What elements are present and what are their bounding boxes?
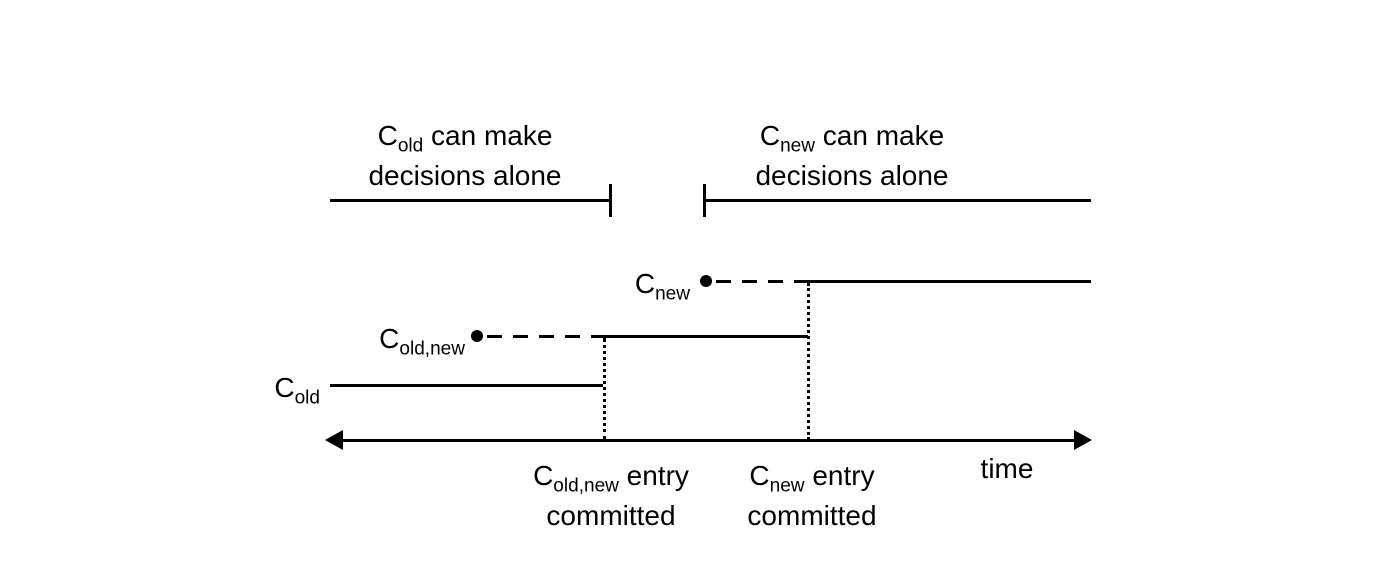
c-old-decision-span-line [330, 199, 612, 202]
label-subscript: new [769, 475, 805, 497]
c-old-decision-span-end-tick [609, 184, 612, 217]
time-axis-right-arrowhead [1074, 430, 1092, 450]
c-new-commit-marker-dotted-line [807, 283, 810, 440]
c-new-decision-span-start-tick [703, 184, 706, 217]
c-old-new-uncommitted-dashed-line [487, 335, 603, 338]
label-subscript: old,new [553, 475, 619, 497]
annotation-c-new-decisions: Cnew can make decisions alone [702, 116, 1002, 196]
annotation-c-old-decisions: Cold can make decisions alone [315, 116, 615, 196]
c-new-start-dot [700, 275, 712, 287]
label-subscript: old [294, 387, 320, 409]
label-text: C [533, 460, 554, 491]
label-subscript: old,new [399, 338, 465, 360]
event-c-old-new-committed-line2: committed [546, 499, 676, 531]
label-text: entry [804, 460, 875, 491]
c-new-committed-solid-line [808, 280, 1091, 283]
c-new-series-label: Cnew [600, 264, 690, 304]
time-axis-line [340, 439, 1078, 442]
label-text: C [759, 120, 781, 151]
label-subscript: new [655, 283, 690, 305]
c-old-new-series-label: Cold,new [325, 319, 465, 359]
label-text: can make [423, 120, 553, 151]
label-text: can make [814, 120, 945, 151]
annotation-c-new-decisions-line2: decisions alone [755, 159, 949, 191]
event-c-new-committed-line1: Cnew entry [662, 456, 962, 496]
c-new-uncommitted-dashed-line [716, 280, 808, 283]
label-text: C [379, 323, 400, 354]
label-text: entry [618, 460, 689, 491]
annotation-c-old-decisions-line1: Cold can make [315, 116, 615, 156]
c-new-decision-span-line [703, 199, 1091, 202]
annotation-c-new-decisions-line1: Cnew can make [702, 116, 1002, 156]
c-old-new-start-dot [471, 330, 483, 342]
label-text: C [377, 120, 398, 151]
label-subscript: new [780, 135, 815, 157]
c-old-new-committed-solid-line [603, 335, 808, 338]
label-text: C [634, 268, 656, 299]
label-text: C [274, 372, 295, 403]
annotation-c-old-decisions-line2: decisions alone [368, 159, 562, 191]
event-c-old-new-committed: Cold,new entry committed [461, 456, 761, 536]
c-old-series-label: Cold [238, 368, 320, 408]
event-c-new-committed-line2: committed [747, 499, 877, 531]
event-c-old-new-committed-line1: Cold,new entry [461, 456, 761, 496]
c-old-solid-line [330, 384, 603, 387]
c-old-new-commit-marker-dotted-line [603, 338, 606, 440]
event-c-new-committed: Cnew entry committed [662, 456, 962, 536]
time-axis-left-arrowhead [325, 430, 343, 450]
time-axis-label: time [980, 453, 1034, 484]
label-subscript: old [397, 135, 424, 157]
label-text: C [749, 460, 770, 491]
